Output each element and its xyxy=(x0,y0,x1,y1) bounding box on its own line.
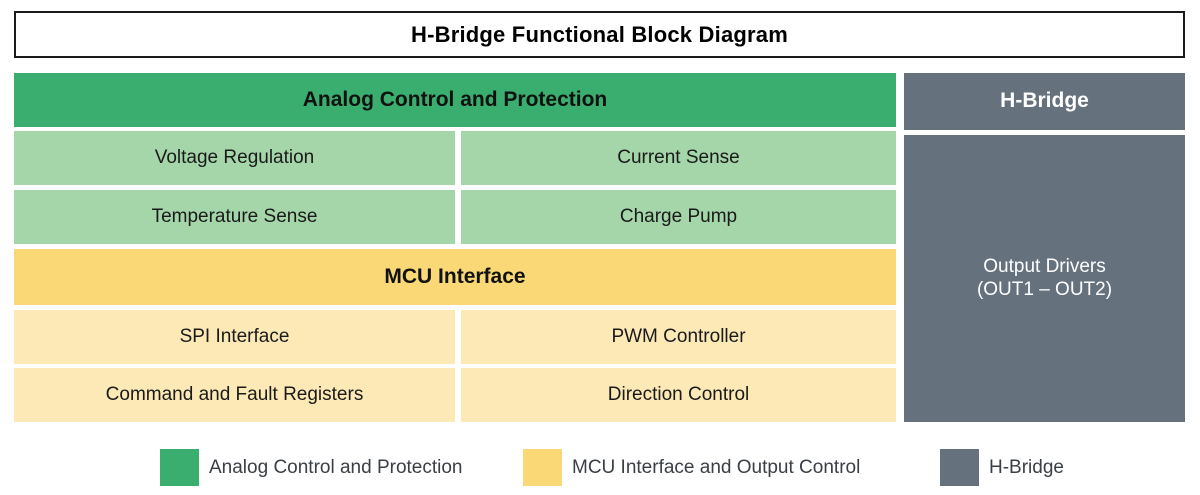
block-spi-interface: SPI Interface xyxy=(14,310,455,364)
diagram-title-box: H-Bridge Functional Block Diagram xyxy=(14,11,1185,58)
legend-item-analog: Analog Control and Protection xyxy=(160,440,463,495)
block-output-drivers: Output Drivers (OUT1 – OUT2) xyxy=(904,135,1185,422)
block-voltage-regulation: Voltage Regulation xyxy=(14,131,455,185)
block-command-and-fault-registers: Command and Fault Registers xyxy=(14,368,455,422)
block-charge-pump: Charge Pump xyxy=(461,190,896,244)
hbridge-header: H-Bridge xyxy=(904,73,1185,130)
mcu-interface-header: MCU Interface xyxy=(14,249,896,305)
output-drivers-line1: Output Drivers xyxy=(983,256,1106,278)
legend-swatch-analog-icon xyxy=(160,449,199,486)
block-temperature-sense: Temperature Sense xyxy=(14,190,455,244)
output-drivers-line2: (OUT1 – OUT2) xyxy=(976,278,1113,300)
page-title: H-Bridge Functional Block Diagram xyxy=(411,21,788,47)
legend-label-analog: Analog Control and Protection xyxy=(209,456,463,478)
block-pwm-controller: PWM Controller xyxy=(461,310,896,364)
legend-label-hbridge: H-Bridge xyxy=(989,456,1064,478)
block-current-sense: Current Sense xyxy=(461,131,896,185)
legend-item-hbridge: H-Bridge xyxy=(940,440,1064,495)
legend-swatch-mcu-icon xyxy=(523,449,562,486)
analog-control-and-protection-header: Analog Control and Protection xyxy=(14,73,896,127)
legend-item-mcu: MCU Interface and Output Control xyxy=(523,440,860,495)
legend: Analog Control and Protection MCU Interf… xyxy=(0,440,1200,495)
block-direction-control: Direction Control xyxy=(461,368,896,422)
legend-label-mcu: MCU Interface and Output Control xyxy=(572,456,861,478)
legend-swatch-hbridge-icon xyxy=(940,449,979,486)
